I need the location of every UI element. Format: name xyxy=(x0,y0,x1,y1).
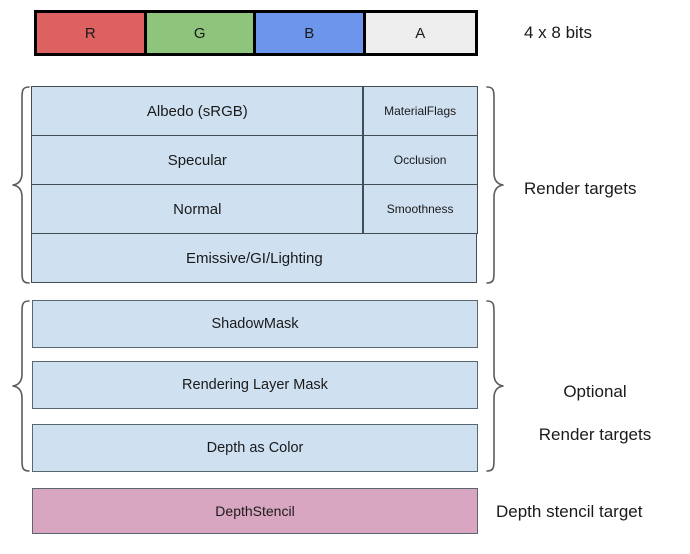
render-targets-annotation: Render targets xyxy=(524,179,637,198)
optional-target-rendering-layer-mask: Rendering Layer Mask xyxy=(32,361,478,409)
channel-cell-r: R xyxy=(37,13,147,53)
render-target-normal: Normal xyxy=(31,184,364,234)
cell-text: MaterialFlags xyxy=(384,104,457,119)
channel-bar-annotation: 4 x 8 bits xyxy=(524,23,593,42)
cell-text: Specular xyxy=(167,151,227,169)
depth-stencil-box: DepthStencil xyxy=(32,488,478,534)
cell-text: Emissive/GI/Lighting xyxy=(185,249,323,267)
table-row: Specular Occlusion xyxy=(31,135,478,185)
optional-render-targets-annotation: Optional Render targets xyxy=(505,359,685,468)
render-targets-table: Albedo (sRGB) MaterialFlags Specular Occ… xyxy=(31,86,478,283)
optional-annotation-line1: Optional xyxy=(563,381,627,401)
render-target-smoothness: Smoothness xyxy=(362,184,478,234)
optional-target-shadowmask: ShadowMask xyxy=(32,300,478,348)
cell-text: Smoothness xyxy=(386,202,454,217)
optional-annotation-line2: Render targets xyxy=(538,425,652,445)
brace-optional-right xyxy=(484,299,506,473)
brace-optional-left xyxy=(10,299,32,473)
channel-cell-b: B xyxy=(256,13,366,53)
brace-render-targets-right xyxy=(484,85,506,285)
depth-stencil-annotation: Depth stencil target xyxy=(496,502,643,521)
optional-target-depth-as-color: Depth as Color xyxy=(32,424,478,472)
cell-text: Normal xyxy=(173,200,222,218)
cell-text: Albedo (sRGB) xyxy=(146,102,248,120)
brace-render-targets-left xyxy=(10,85,32,285)
channel-label-b: B xyxy=(304,24,315,42)
channel-label-r: R xyxy=(84,24,96,42)
render-target-emissive-gi-lighting: Emissive/GI/Lighting xyxy=(31,233,478,283)
render-target-material-flags: MaterialFlags xyxy=(362,86,478,136)
channel-cell-a: A xyxy=(365,13,475,53)
box-text: Rendering Layer Mask xyxy=(182,377,328,393)
render-target-albedo: Albedo (sRGB) xyxy=(31,86,364,136)
render-target-occlusion: Occlusion xyxy=(362,135,478,185)
cell-text: Occlusion xyxy=(393,153,447,168)
rgba-channel-bar: R G B A xyxy=(34,10,478,56)
box-text: Depth as Color xyxy=(206,440,304,456)
channel-cell-g: G xyxy=(146,13,256,53)
box-text: DepthStencil xyxy=(215,503,295,519)
render-target-specular: Specular xyxy=(31,135,364,185)
channel-label-g: G xyxy=(193,24,206,42)
table-row: Emissive/GI/Lighting xyxy=(31,233,478,283)
box-text: ShadowMask xyxy=(211,316,299,332)
table-row: Albedo (sRGB) MaterialFlags xyxy=(31,86,478,136)
channel-label-a: A xyxy=(415,24,426,42)
table-row: Normal Smoothness xyxy=(31,184,478,234)
